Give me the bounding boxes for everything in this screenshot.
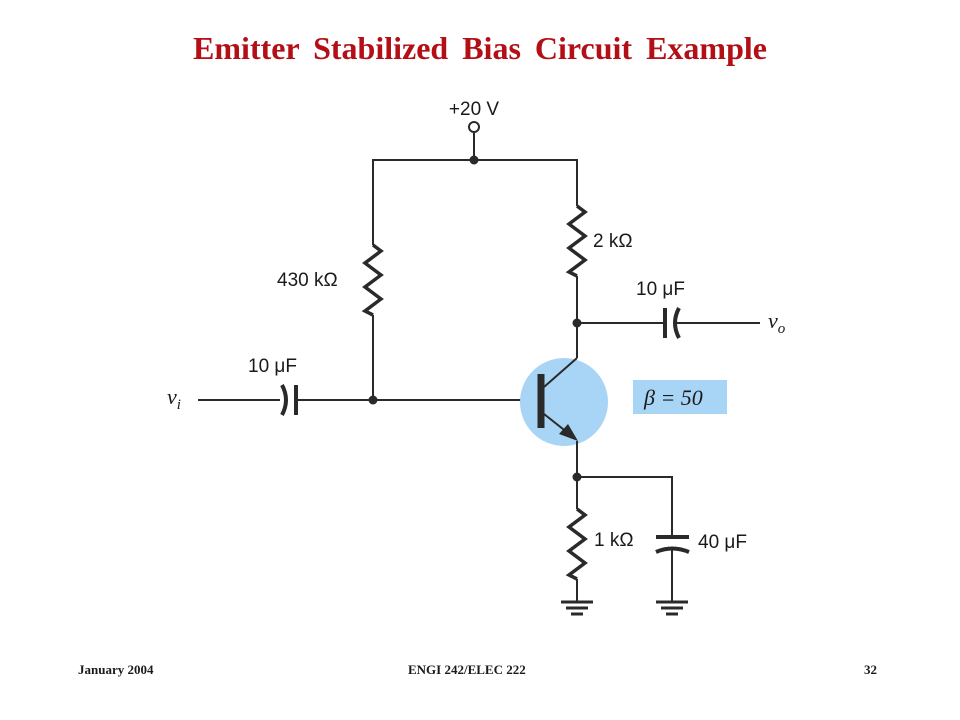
input-capacitor-label: 10 μF [248,356,297,377]
input-label-main: v [167,384,177,409]
output-capacitor-label: 10 μF [636,279,685,300]
emitter-branch-wire [572,472,673,535]
collector-resistor-label: 2 kΩ [593,231,633,252]
output-label: vo [768,308,786,337]
slide-title: Emitter Stabilized Bias Circuit Example [193,30,767,66]
footer-date: January 2004 [78,662,154,677]
top-rail-wire [372,159,578,245]
input-label-sub: i [177,397,181,413]
ground-icon [561,600,593,616]
beta-label: β = 50 [643,385,703,410]
beta-box [633,380,727,414]
emitter-resistor-label: 1 kΩ [594,530,634,551]
supply-terminal [468,121,480,165]
emitter-resistor [565,507,588,602]
emitter-capacitor-label: 40 μF [698,532,747,553]
output-label-sub: o [778,321,786,337]
base-resistor [361,243,384,400]
ground-icon [656,600,688,616]
footer-page-number: 32 [864,662,877,677]
base-resistor-label: 430 kΩ [277,270,338,291]
emitter-arrow [559,424,578,441]
collector-resistor [565,204,588,358]
output-capacitor [577,307,760,339]
input-capacitor [198,384,540,416]
input-label: vi [167,384,181,413]
emitter-capacitor [655,535,690,602]
transistor [520,357,608,477]
supply-label: +20 V [449,99,500,120]
footer-course: ENGI 242/ELEC 222 [408,662,526,677]
output-label-main: v [768,308,778,333]
